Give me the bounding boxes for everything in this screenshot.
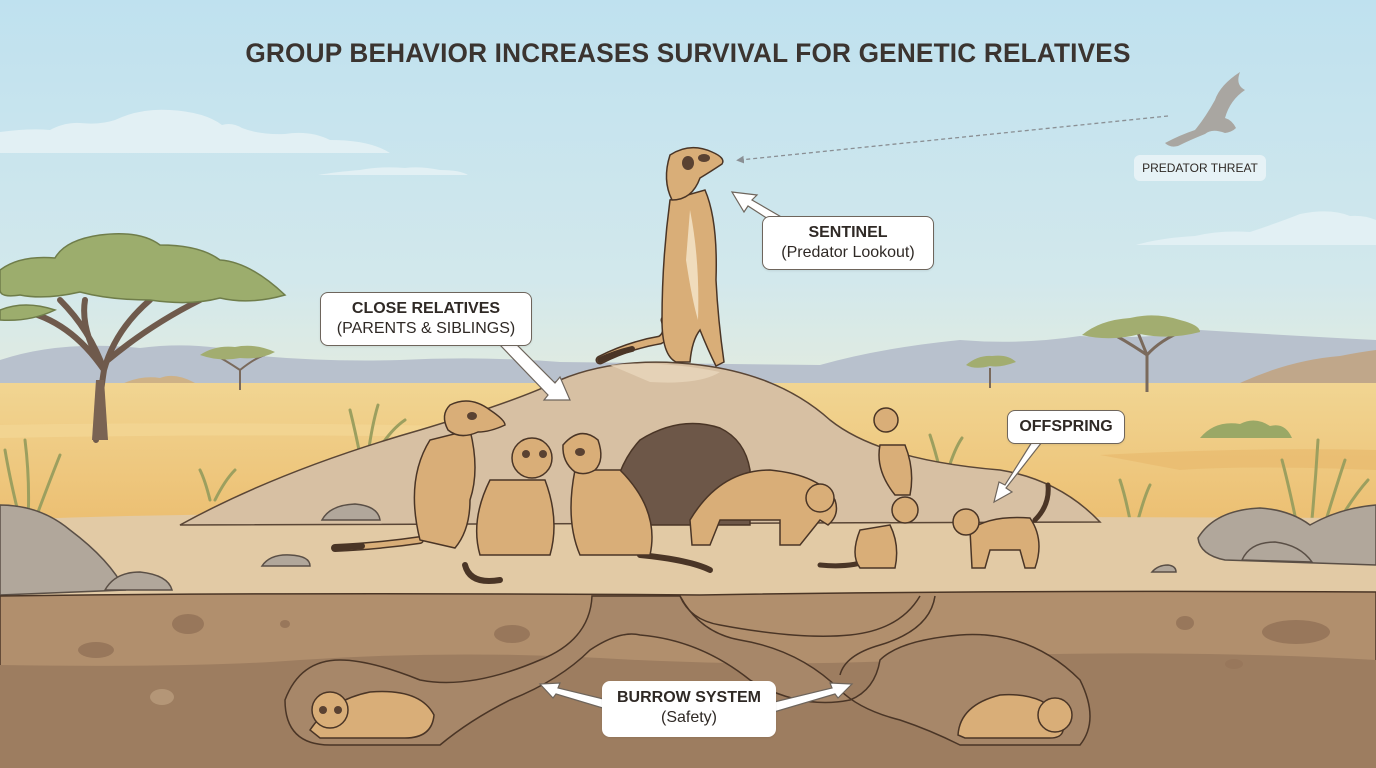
predator-sightline: [736, 115, 1169, 164]
eagle-silhouette-icon: [1165, 72, 1245, 147]
burrow-system-callout: BURROW SYSTEM (Safety): [602, 681, 776, 737]
burrow-system-title: BURROW SYSTEM: [617, 689, 761, 706]
offspring-callout: OFFSPRING: [1007, 410, 1125, 444]
predator-threat-label: PREDATOR THREAT: [1134, 155, 1266, 181]
sentinel-title: SENTINEL: [808, 224, 888, 241]
sentinel-callout: SENTINEL (Predator Lookout): [762, 216, 934, 270]
ground-surface: [0, 514, 1376, 600]
diagram-title: GROUP BEHAVIOR INCREASES SURVIVAL FOR GE…: [245, 38, 1131, 68]
close-relatives-subtitle: (PARENTS & SIBLINGS): [336, 320, 516, 337]
sentinel-meerkat: [595, 146, 725, 368]
close-relatives-title: CLOSE RELATIVES: [351, 300, 501, 317]
offspring-title: OFFSPRING: [1019, 418, 1113, 435]
acacia-tree-far: [966, 355, 1016, 388]
rocks: [0, 503, 1376, 596]
sentinel-subtitle: (Predator Lookout): [781, 244, 915, 261]
acacia-tree-large: [0, 233, 287, 443]
close-relatives-callout: CLOSE RELATIVES (PARENTS & SIBLINGS): [320, 292, 532, 346]
acacia-tree-right: [1082, 315, 1200, 392]
mountains: [0, 330, 1376, 385]
sleeping-meerkats: [308, 690, 1073, 739]
close-relatives-group: [331, 400, 713, 584]
burrow-system-subtitle: (Safety): [660, 709, 717, 726]
burrow-tunnels: [284, 595, 1091, 746]
predator-threat-text: PREDATOR THREAT: [1142, 161, 1258, 175]
acacia-tree-small: [200, 345, 275, 390]
offspring-group: [689, 407, 1051, 569]
soil-stones: [78, 614, 1330, 669]
clouds: [0, 109, 1376, 245]
